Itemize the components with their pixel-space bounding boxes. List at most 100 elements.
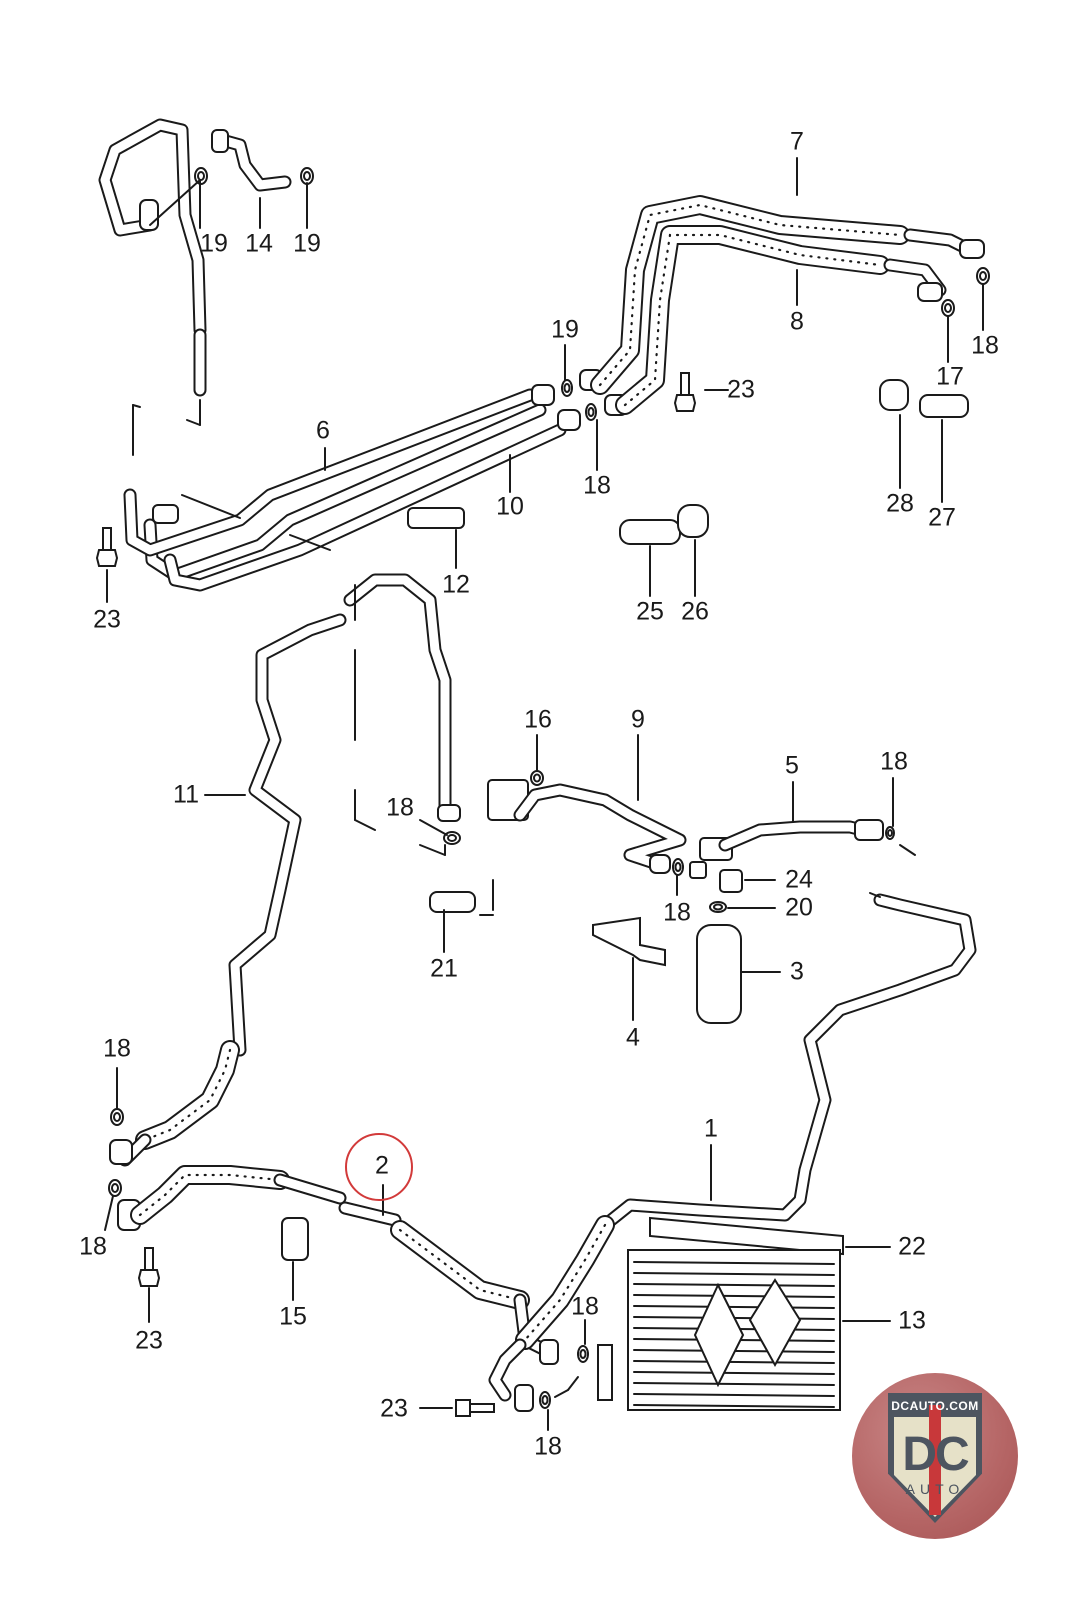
condenser-fin [633, 1305, 835, 1309]
part-label-12[interactable]: 12 [442, 570, 470, 599]
part-label-16[interactable]: 16 [524, 705, 552, 734]
part-label-18[interactable]: 18 [583, 471, 611, 500]
condenser-bracket [597, 1344, 613, 1401]
part-label-8[interactable]: 8 [790, 307, 804, 336]
bolt-23-head [673, 394, 697, 412]
hose-1-lower-inner [517, 1217, 613, 1348]
bracket-12 [407, 507, 465, 529]
part-label-18[interactable]: 18 [103, 1034, 131, 1063]
part-label-24[interactable]: 24 [785, 865, 813, 894]
logo-stripe [929, 1405, 941, 1515]
pipe-14-inner [217, 135, 290, 190]
leader-line [419, 844, 446, 856]
part-label-18[interactable]: 18 [971, 331, 999, 360]
bolt-23-shank [680, 372, 690, 398]
bolt-23-head [137, 1269, 161, 1287]
part-label-18[interactable]: 18 [663, 898, 691, 927]
part-label-27[interactable]: 27 [928, 503, 956, 532]
condenser-fin [633, 1393, 835, 1397]
hose-7-texture [598, 203, 902, 387]
receiver-drier-3 [696, 924, 742, 1024]
seal-strip-22 [649, 1216, 844, 1256]
leader-line [186, 419, 201, 426]
bolt-23-shank [144, 1247, 154, 1273]
part-label-20[interactable]: 20 [785, 893, 813, 922]
hose-2-right-inner [392, 1222, 528, 1308]
part-label-4[interactable]: 4 [626, 1023, 640, 1052]
part-label-3[interactable]: 3 [790, 957, 804, 986]
part-label-19[interactable]: 19 [200, 229, 228, 258]
flange-fitting [109, 1139, 133, 1165]
o-ring-18-hole [887, 829, 893, 837]
part-label-7[interactable]: 7 [790, 127, 804, 156]
leader-line [132, 404, 141, 408]
o-ring-18-hole [111, 1183, 119, 1193]
hose-11-lower-texture [143, 1048, 232, 1142]
leader-line [869, 892, 881, 898]
pipe-2-a-inner [275, 1175, 345, 1203]
part-label-11[interactable]: 11 [173, 780, 199, 809]
part-label-19[interactable]: 19 [293, 229, 321, 258]
part-label-23[interactable]: 23 [380, 1394, 408, 1423]
condenser-fin [633, 1272, 835, 1276]
part-label-18[interactable]: 18 [534, 1432, 562, 1461]
bracket-15 [281, 1217, 309, 1261]
o-ring-16-hole [533, 773, 541, 783]
part-label-23[interactable]: 23 [93, 605, 121, 634]
condenser-fin [633, 1404, 835, 1408]
part-label-10[interactable]: 10 [496, 492, 524, 521]
cap-28 [879, 379, 909, 411]
pipe-10-inner [165, 425, 565, 590]
o-ring-18-hole [674, 862, 682, 872]
part-label-22[interactable]: 22 [898, 1232, 926, 1261]
leader-line [354, 819, 376, 831]
highlight-circle [345, 1133, 413, 1201]
part-label-1[interactable]: 1 [704, 1114, 718, 1143]
part-label-9[interactable]: 9 [631, 705, 645, 734]
o-ring-19-hole [563, 383, 571, 393]
condenser-fin [633, 1261, 835, 1265]
leader-line [149, 179, 201, 226]
dcauto-logo[interactable]: DCAUTO.COM DC AUTO [852, 1373, 1018, 1539]
flange-fitting [959, 239, 985, 259]
part-label-18[interactable]: 18 [571, 1292, 599, 1321]
part-label-26[interactable]: 26 [681, 597, 709, 626]
flange-fitting [514, 1384, 534, 1412]
flange-fitting [211, 129, 229, 153]
flange-fitting [557, 409, 581, 431]
dash-line [181, 494, 241, 519]
part-label-18[interactable]: 18 [79, 1232, 107, 1261]
bolt-23-shank [469, 1403, 495, 1413]
condenser-fin [633, 1360, 835, 1364]
part-label-23[interactable]: 23 [727, 375, 755, 404]
part-label-5[interactable]: 5 [785, 751, 799, 780]
part-label-21[interactable]: 21 [430, 954, 458, 983]
condenser-mesh [748, 1278, 802, 1368]
o-ring-19-hole [197, 171, 205, 181]
condenser-fin [633, 1283, 835, 1287]
nut-fitting [649, 854, 671, 874]
o-ring-18-hole [541, 1395, 549, 1405]
mount-plate [152, 504, 179, 524]
part-label-15[interactable]: 15 [279, 1302, 307, 1331]
pressure-switch-24 [719, 869, 743, 893]
part-label-23[interactable]: 23 [135, 1326, 163, 1355]
pipe-11-upper-inner [345, 575, 450, 815]
part-label-25[interactable]: 25 [636, 597, 664, 626]
part-label-13[interactable]: 13 [898, 1306, 926, 1335]
part-label-18[interactable]: 18 [386, 793, 414, 822]
condenser-mesh [693, 1282, 745, 1388]
condenser-fin [633, 1371, 835, 1375]
part-label-14[interactable]: 14 [245, 229, 273, 258]
part-label-28[interactable]: 28 [886, 489, 914, 518]
valve-27 [919, 394, 969, 418]
part-label-19[interactable]: 19 [551, 315, 579, 344]
dash-line [289, 534, 331, 551]
flange-fitting [854, 819, 884, 841]
spring-fitting [689, 861, 707, 879]
o-ring-19-hole [303, 171, 311, 181]
part-label-17[interactable]: 17 [936, 362, 964, 391]
part-label-18[interactable]: 18 [880, 747, 908, 776]
pipe-9-inner [515, 785, 685, 870]
part-label-6[interactable]: 6 [316, 416, 330, 445]
